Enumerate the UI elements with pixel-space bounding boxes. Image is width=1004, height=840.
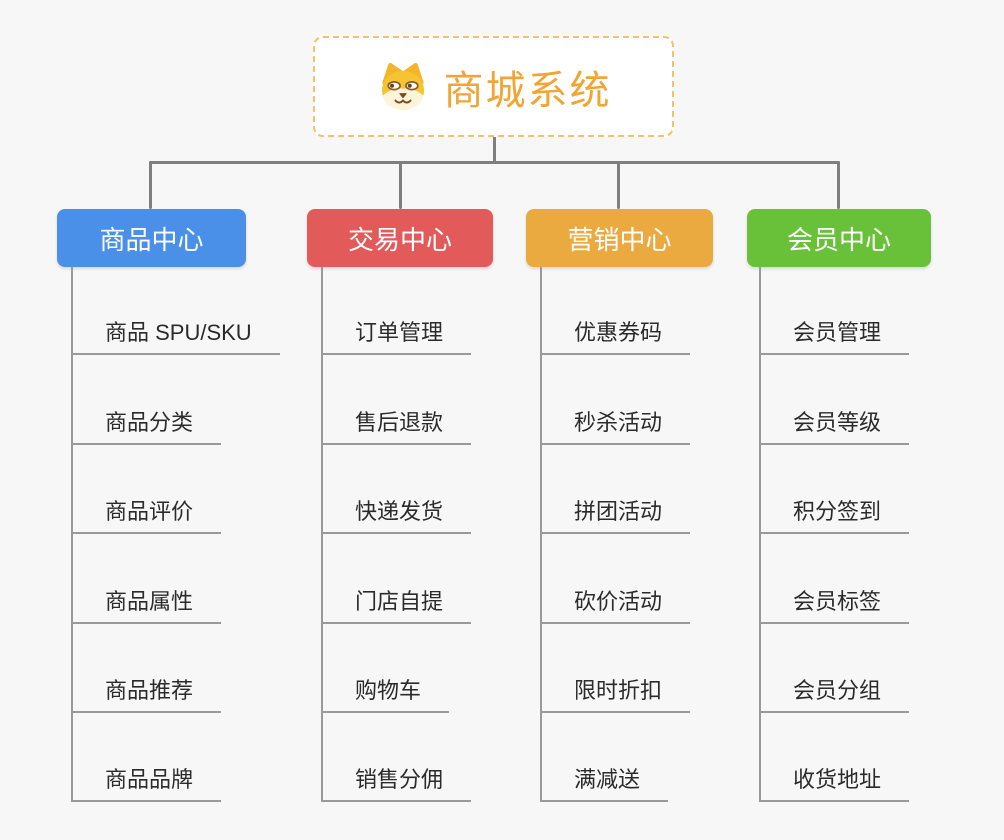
branch-node-member-center[interactable]: 会员中心 (747, 209, 931, 267)
branch-label: 交易中心 (347, 224, 452, 255)
leaf-node[interactable]: 订单管理 (321, 316, 472, 355)
leaf-node[interactable]: 会员等级 (759, 406, 910, 445)
leaf-node[interactable]: 购物车 (321, 674, 450, 713)
shiba-dog-icon (376, 60, 430, 114)
leaf-node[interactable]: 商品推荐 (71, 674, 222, 713)
branch-label: 商品中心 (99, 224, 204, 255)
connector-root-stem (493, 136, 496, 164)
branch-children-line (759, 267, 761, 802)
leaf-node[interactable]: 快递发货 (321, 495, 472, 534)
connector-drop-member (837, 161, 840, 209)
leaf-node[interactable]: 门店自提 (321, 585, 472, 624)
leaf-node[interactable]: 积分签到 (759, 495, 910, 534)
branch-children-line (321, 267, 323, 802)
leaf-node[interactable]: 销售分佣 (321, 763, 472, 802)
leaf-node[interactable]: 售后退款 (321, 406, 472, 445)
leaf-node[interactable]: 商品 SPU/SKU (71, 316, 280, 355)
branch-label: 会员中心 (786, 224, 891, 255)
leaf-node[interactable]: 砍价活动 (540, 585, 691, 624)
leaf-node[interactable]: 收货地址 (759, 763, 910, 802)
leaf-node[interactable]: 会员分组 (759, 674, 910, 713)
branch-node-marketing-center[interactable]: 营销中心 (526, 209, 713, 267)
leaf-node[interactable]: 拼团活动 (540, 495, 691, 534)
leaf-node[interactable]: 会员管理 (759, 316, 910, 355)
leaf-node[interactable]: 满减送 (540, 763, 669, 802)
root-title: 商城系统 (443, 68, 612, 113)
root-node[interactable]: 商城系统 (313, 36, 674, 137)
leaf-node[interactable]: 商品品牌 (71, 763, 222, 802)
connector-drop-product (149, 161, 152, 209)
leaf-node[interactable]: 优惠券码 (540, 316, 691, 355)
branch-label: 营销中心 (567, 224, 672, 255)
leaf-node[interactable]: 秒杀活动 (540, 406, 691, 445)
leaf-node[interactable]: 商品属性 (71, 585, 222, 624)
leaf-node[interactable]: 会员标签 (759, 585, 910, 624)
connector-bus-line (149, 161, 840, 164)
leaf-node[interactable]: 商品评价 (71, 495, 222, 534)
connector-drop-trade (399, 161, 402, 209)
branch-children-line (71, 267, 73, 802)
branch-children-line (540, 267, 542, 802)
branch-node-product-center[interactable]: 商品中心 (57, 209, 246, 267)
connector-drop-marketing (617, 161, 620, 209)
leaf-node[interactable]: 限时折扣 (540, 674, 691, 713)
branch-node-trade-center[interactable]: 交易中心 (307, 209, 493, 267)
leaf-node[interactable]: 商品分类 (71, 406, 222, 445)
